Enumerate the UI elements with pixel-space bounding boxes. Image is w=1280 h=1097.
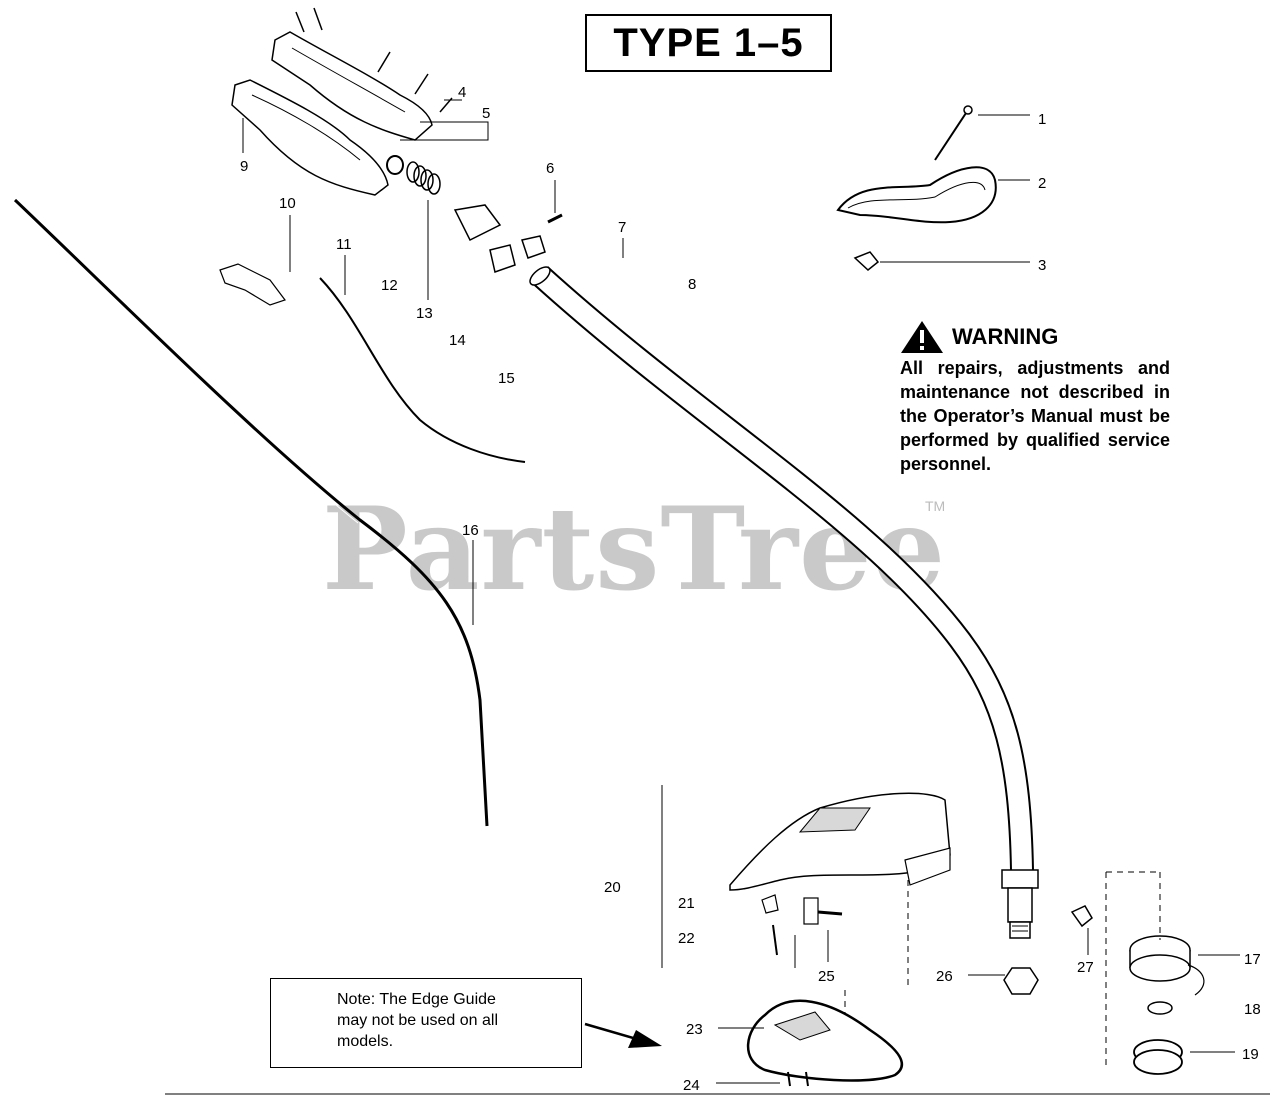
leader-lines [242, 99, 1240, 1084]
trimmer-washer [1147, 1001, 1173, 1015]
note-line-2: may not be used on all [337, 1012, 498, 1029]
shaft-clamp [453, 204, 502, 242]
drive-cable [13, 198, 489, 827]
throttle-spring [406, 161, 441, 195]
throttle-cable [319, 277, 526, 463]
warning-text: All repairs, adjustments and maintenance… [900, 358, 1170, 474]
callout-27: 27 [1077, 959, 1094, 976]
callout-9: 9 [240, 158, 248, 175]
handle-housing-left [231, 79, 389, 196]
callout-3: 3 [1038, 257, 1046, 274]
type-title: TYPE 1–5 [585, 14, 832, 72]
edge-guide-note: Note: The Edge Guide may not be used on … [270, 978, 582, 1068]
callout-24: 24 [683, 1077, 700, 1094]
warning-heading-row: WARNING [900, 320, 1170, 354]
warning-heading: WARNING [952, 324, 1059, 349]
callout-6: 6 [546, 160, 554, 177]
callout-5: 5 [482, 105, 490, 122]
guard-bolt [803, 897, 819, 925]
callout-10: 10 [279, 195, 296, 212]
callout-23: 23 [686, 1021, 703, 1038]
throttle-trigger [219, 263, 286, 306]
clamp-screw [547, 213, 563, 224]
loop-handle-bolt [934, 109, 969, 161]
assembly-lines [844, 871, 1161, 1070]
callout-13: 13 [416, 305, 433, 322]
callout-4: 4 [458, 84, 466, 101]
callout-18: 18 [1244, 1001, 1261, 1018]
callout-17: 17 [1244, 951, 1261, 968]
note-line-3: models. [337, 1033, 394, 1050]
callout-16: 16 [462, 522, 479, 539]
watermark-trademark: TM [925, 498, 946, 514]
wing-nut [853, 251, 880, 271]
callout-22: 22 [678, 930, 695, 947]
callout-7: 7 [618, 219, 626, 236]
handle-screws [295, 7, 453, 113]
edge-guide [746, 999, 904, 1082]
callout-11: 11 [336, 236, 352, 253]
guard-clip [761, 894, 779, 914]
warning-triangle-icon [901, 321, 943, 353]
callout-15: 15 [498, 370, 515, 387]
callout-19: 19 [1242, 1046, 1259, 1063]
hex-nut [1003, 967, 1039, 995]
note-line-1: Note: The Edge Guide [337, 991, 496, 1008]
edge-guide-screw [787, 1071, 791, 1087]
callout-20: 20 [604, 879, 621, 896]
callout-25: 25 [818, 968, 835, 985]
callout-12: 12 [381, 277, 398, 294]
guard-wing-nut [1070, 905, 1093, 928]
debris-guard [729, 792, 951, 891]
callout-14: 14 [449, 332, 466, 349]
loop-handle [836, 166, 997, 224]
callout-26: 26 [936, 968, 953, 985]
callout-8: 8 [688, 276, 696, 293]
callout-numbers: 1 2 3 4 5 6 7 8 9 10 11 12 13 14 15 16 1… [240, 84, 1261, 1094]
callout-2: 2 [1038, 175, 1046, 192]
callout-21: 21 [678, 895, 695, 912]
bushing [386, 155, 404, 175]
warning-block: WARNING All repairs, adjustments and mai… [900, 320, 1170, 476]
guard-screw [772, 924, 778, 956]
callout-1: 1 [1038, 111, 1046, 128]
